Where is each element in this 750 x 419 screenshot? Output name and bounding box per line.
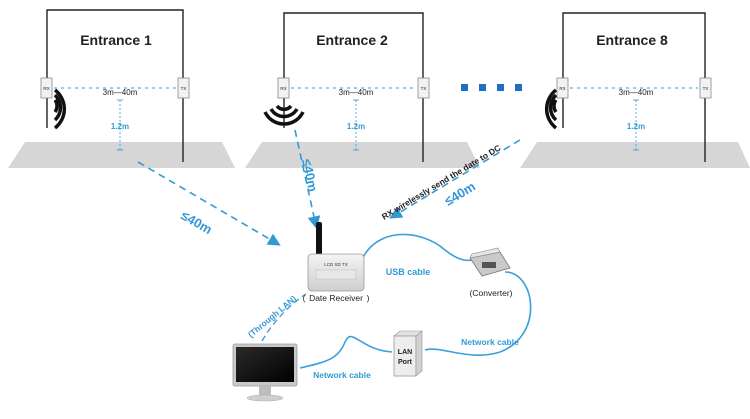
lan-port-label-1: LAN [398,349,412,356]
ellipsis-dots [461,84,522,91]
monitor-base [246,394,284,402]
tx-label-2: TX [421,86,427,91]
wireless-link-2 [294,129,321,230]
lan-port-label-2: Port [398,359,413,366]
entrance-2: Entrance 2 RX TX 3m—40m 1.2m [245,12,480,168]
entrance-title-8: Entrance 8 [596,32,668,48]
receiver-panel [315,269,357,280]
range-label-2: ≤40m [299,158,321,194]
receiver-screen-label: LCD SD TX [324,262,347,267]
signal-waves-2-icon [263,104,305,126]
distance-label-8: 3m—40m [619,88,654,97]
through-lan-label: (Through LAN) [246,293,298,339]
tx-label-1: TX [181,86,187,91]
tx-label-8: TX [703,86,709,91]
distance-label-1: 3m—40m [103,88,138,97]
entrance-8: Entrance 8 RX TX 3m—40m 1.2m [520,12,750,168]
network-cable-label-2: Network cable [313,370,371,380]
distance-label-2: 3m—40m [339,88,374,97]
entrance-title-2: Entrance 2 [316,32,388,48]
network-cable-line-2 [299,335,393,369]
tx-antenna-1 [177,77,190,99]
rx-label-8: RX [559,86,565,91]
signal-waves-1-icon [53,88,67,130]
receiver-label-paren-right: ) [367,293,370,303]
usb-cable-label: USB cable [386,267,431,277]
receiver-antenna [316,222,322,258]
floor-2 [245,142,480,168]
receiver-label: Date Receiver [309,293,363,303]
height-label-2: 1.2m [347,122,365,131]
height-label-8: 1.2m [627,122,645,131]
rx-antenna-1 [40,77,53,99]
tx-antenna-2 [417,77,430,99]
wireless-link-1 [137,161,281,246]
entrance-1: Entrance 1 RX TX 3m—40m 1.2m [8,9,235,168]
rx-label-2: RX [280,86,286,91]
date-receiver: LCD SD TX Date Receiver ( ) [303,222,370,303]
floor-1 [8,142,235,168]
network-cable-label-1: Network cable [461,337,519,347]
lan-port-body [393,335,417,377]
lan-port: LAN Port [393,330,423,377]
signal-waves-8-icon [544,88,558,130]
entrance-title-1: Entrance 1 [80,32,152,48]
monitor-screen [236,347,294,382]
floor-8 [520,142,750,168]
range-label-1: ≤40m [179,208,215,238]
converter-label: (Converter) [470,288,513,298]
rx-label-1: RX [43,86,49,91]
lan-cable-line [261,293,307,342]
lan-port-side [415,330,423,377]
usb-cable-line [357,233,479,271]
computer-monitor [232,343,298,402]
wireless-link-3 [389,139,521,219]
tx-antenna-8 [699,77,712,99]
receiver-label-paren-left: ( [303,293,306,303]
network-cable-line-1 [424,271,532,356]
rx-antenna-2 [277,77,290,99]
height-label-1: 1.2m [111,122,129,131]
rx-antenna-8 [556,77,569,99]
converter-top [469,247,501,259]
monitor-neck [259,386,271,396]
converter: (Converter) [469,247,513,298]
converter-port [482,262,496,268]
